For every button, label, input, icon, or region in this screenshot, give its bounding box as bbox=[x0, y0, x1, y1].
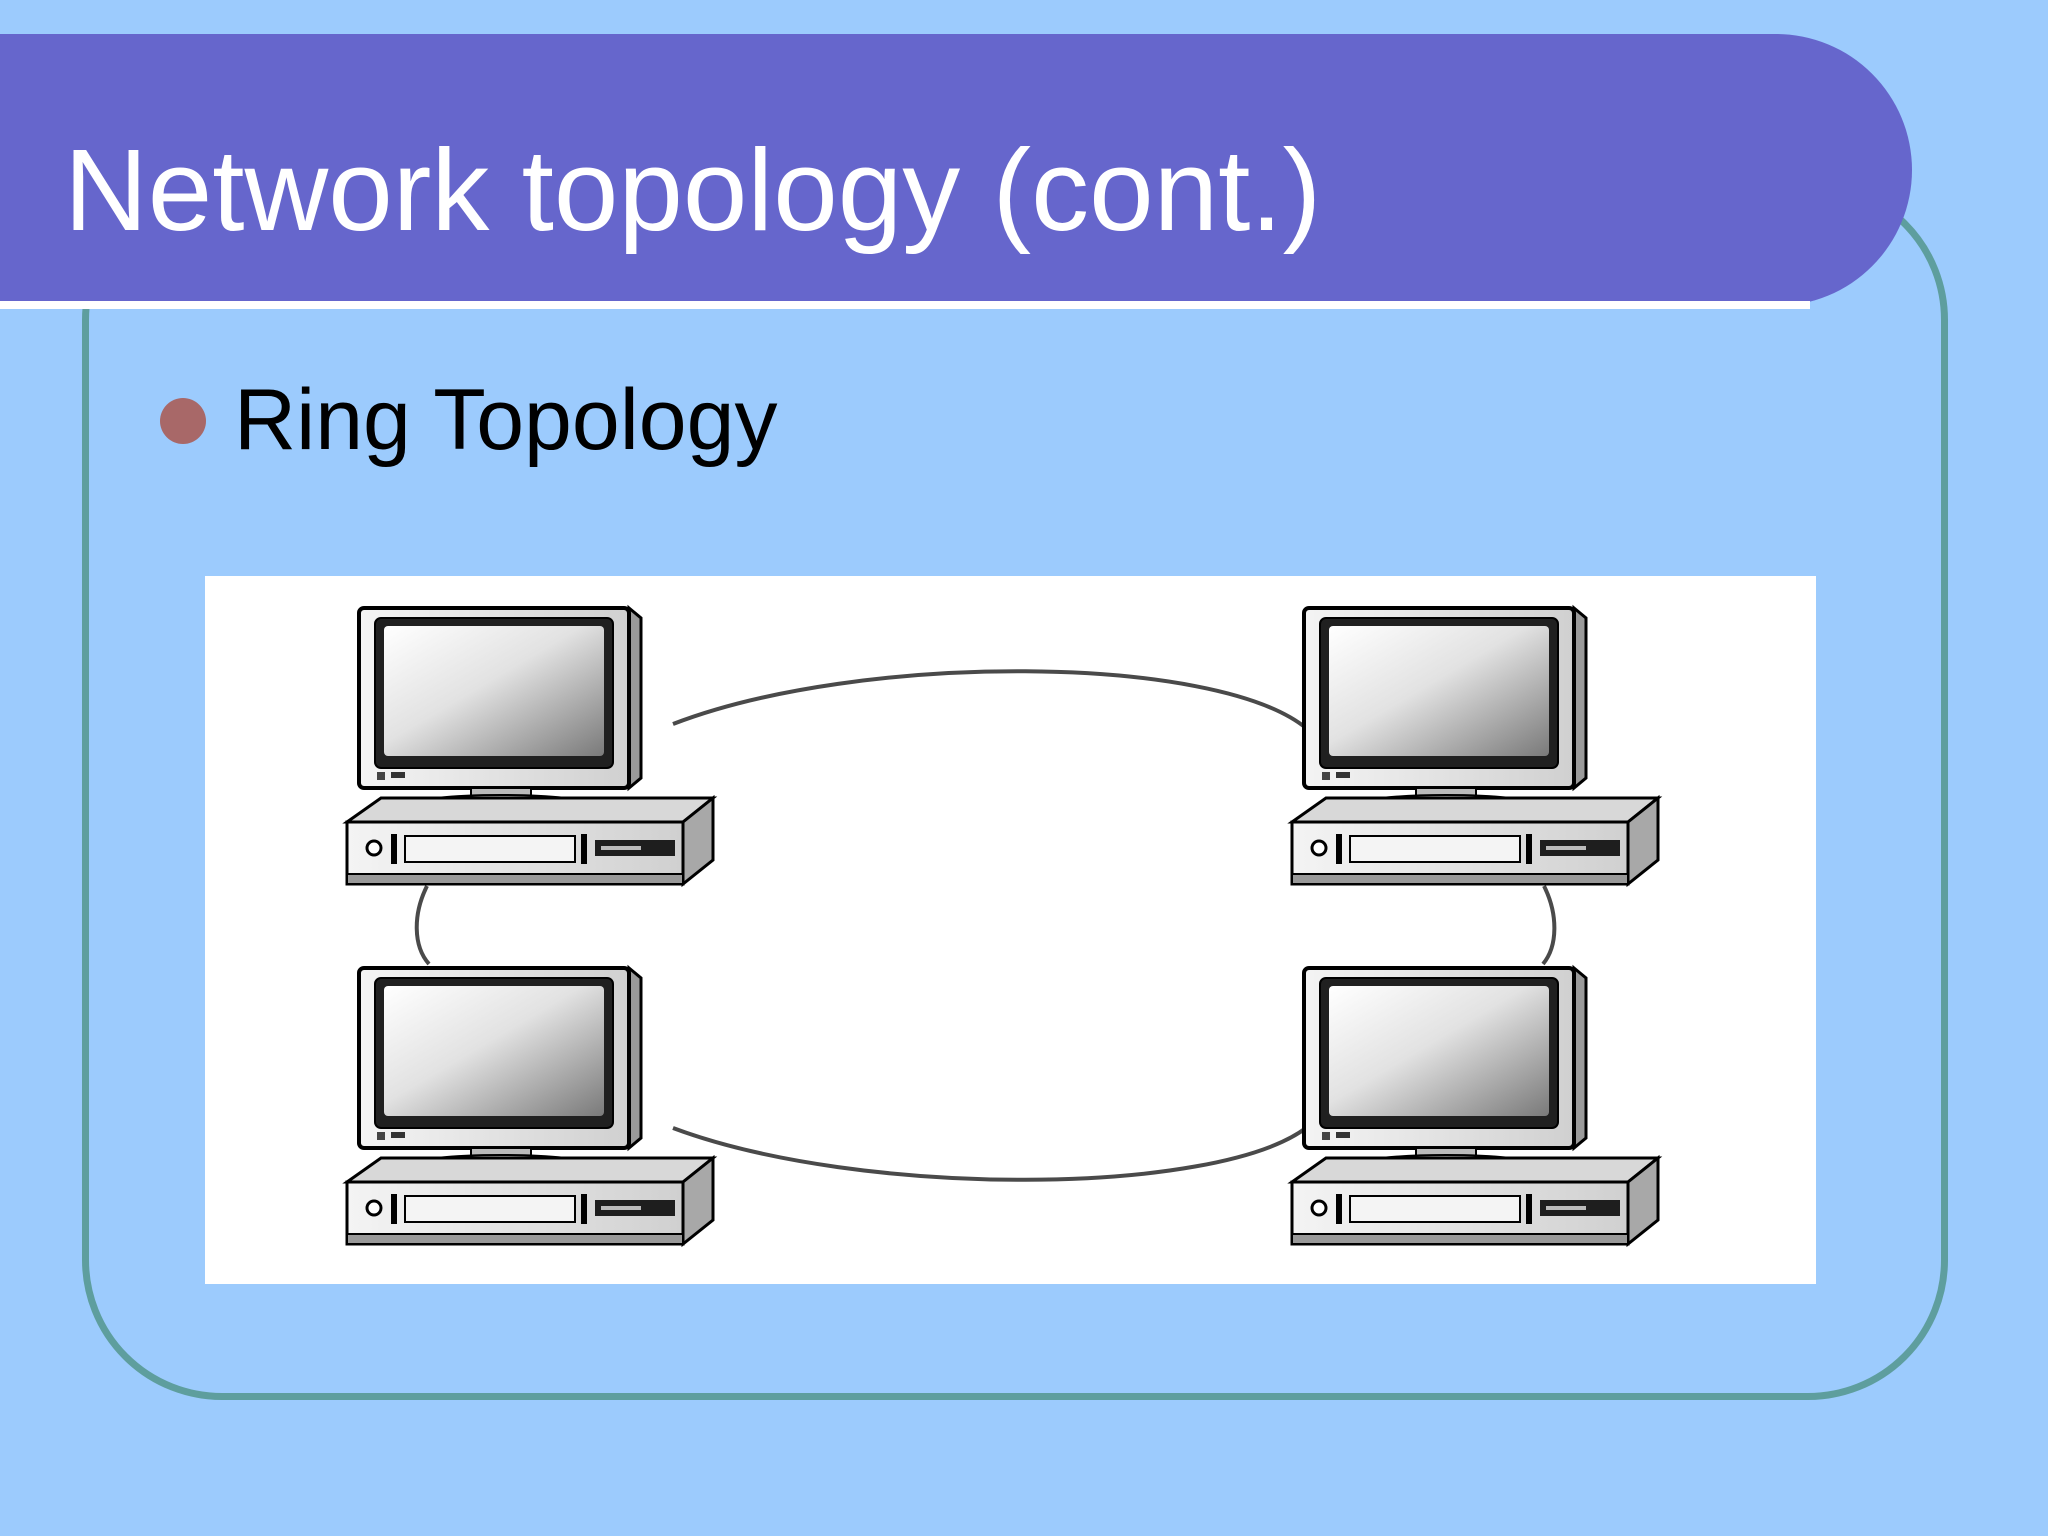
ring-link-right bbox=[1541, 885, 1557, 966]
bullet-text: Ring Topology bbox=[234, 372, 778, 468]
computer-icon bbox=[345, 606, 715, 886]
title-underline bbox=[0, 301, 1810, 309]
ring-topology-diagram bbox=[345, 606, 1660, 1246]
ring-link-left bbox=[414, 885, 431, 966]
computer-icon bbox=[1290, 606, 1660, 886]
page-title: Network topology (cont.) bbox=[64, 125, 1322, 255]
computer-icon bbox=[345, 966, 715, 1246]
ring-topology-figure bbox=[205, 576, 1816, 1284]
bullet-icon bbox=[160, 398, 206, 444]
ring-link-bottom bbox=[672, 1126, 1308, 1182]
ring-link-top bbox=[672, 669, 1308, 730]
title-banner: Network topology (cont.) bbox=[0, 34, 1912, 309]
computer-icon bbox=[1290, 966, 1660, 1246]
